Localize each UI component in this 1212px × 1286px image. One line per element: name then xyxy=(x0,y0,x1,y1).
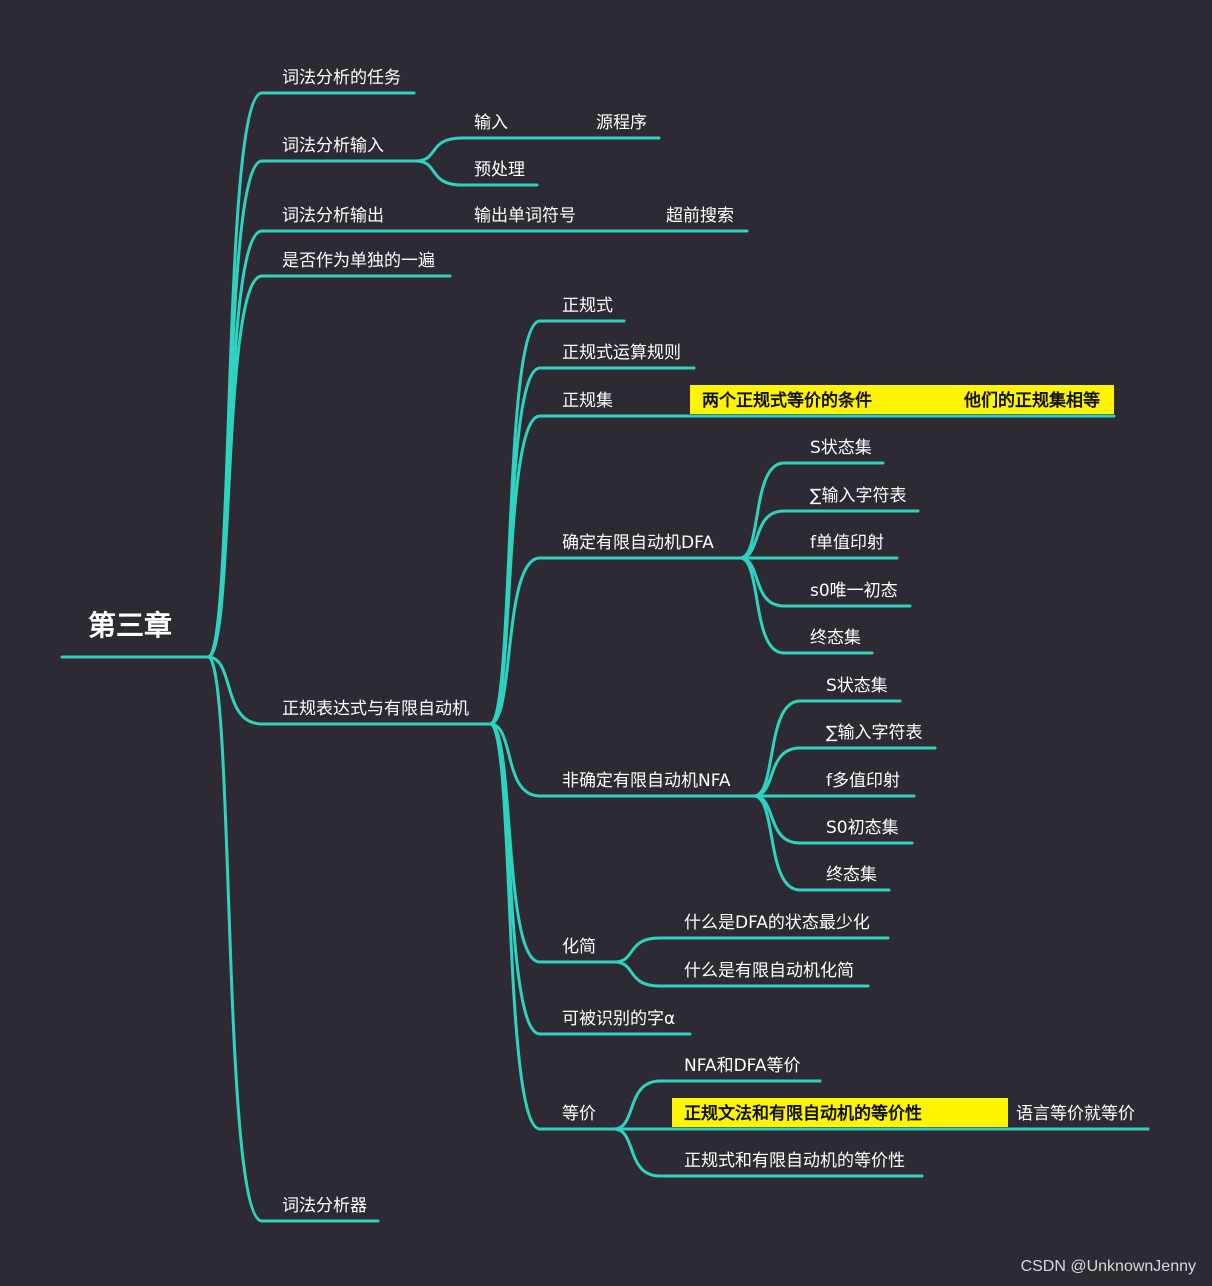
node-4-3-0[interactable]: S状态集 xyxy=(738,438,885,560)
node-4-5-1[interactable]: 什么是有限自动机化简 xyxy=(612,960,870,988)
connector-1-0 xyxy=(414,136,464,163)
label-4-5: 化简 xyxy=(562,937,596,957)
label-4-3-4: 终态集 xyxy=(810,628,861,648)
label-4-2-0: 两个正规式等价的条件 xyxy=(702,390,872,411)
root-label: 第三章 xyxy=(88,609,172,642)
label-3: 是否作为单独的一遍 xyxy=(282,251,435,271)
node-4-7-1-0[interactable]: 语言等价就等价 xyxy=(1002,1104,1150,1131)
connector-4-3 xyxy=(488,556,542,726)
label-4-7-0: NFA和DFA等价 xyxy=(684,1056,801,1076)
node-4-3-1[interactable]: ∑输入字符表 xyxy=(738,486,920,560)
node-2-0-0[interactable]: 超前搜索 xyxy=(652,206,749,233)
connector-4-5-1 xyxy=(612,960,662,988)
label-5: 词法分析器 xyxy=(282,1196,367,1216)
label-4-3-1: ∑输入字符表 xyxy=(810,486,906,506)
connector-4-4-1 xyxy=(752,746,802,798)
connector-4-3-0 xyxy=(738,461,786,560)
label-4-3-3: s0唯一初态 xyxy=(810,581,898,601)
label-4-4: 非确定有限自动机NFA xyxy=(562,771,731,791)
node-4-2[interactable]: 正规集 xyxy=(488,391,692,726)
connector-4-3-3 xyxy=(738,556,786,608)
connector-4 xyxy=(206,655,264,726)
connector-4-7 xyxy=(488,722,542,1131)
label-2: 词法分析输出 xyxy=(282,206,384,226)
node-4-2-0[interactable]: 两个正规式等价的条件 xyxy=(688,385,954,418)
node-r[interactable]: 第三章 xyxy=(60,609,210,659)
node-1-0[interactable]: 输入 xyxy=(414,113,590,163)
highlight-box-4-7-1 xyxy=(672,1098,1008,1127)
label-2-0: 输出单词符号 xyxy=(474,206,576,226)
connector-5 xyxy=(206,655,264,1223)
label-4-4-4: 终态集 xyxy=(826,865,877,885)
connector-4-7-2 xyxy=(612,1127,662,1178)
node-2[interactable]: 词法分析输出 xyxy=(206,206,468,659)
node-4-3[interactable]: 确定有限自动机DFA xyxy=(488,533,742,726)
label-4-4-3: S0初态集 xyxy=(826,818,899,838)
node-4-7[interactable]: 等价 xyxy=(488,722,616,1131)
label-4-7-1: 正规文法和有限自动机的等价性 xyxy=(684,1103,922,1124)
node-4-3-3[interactable]: s0唯一初态 xyxy=(738,556,912,608)
connector-4-4-0 xyxy=(752,699,802,798)
label-4-7-2: 正规式和有限自动机的等价性 xyxy=(684,1151,905,1171)
label-4-0: 正规式 xyxy=(562,296,613,316)
node-2-0[interactable]: 输出单词符号 xyxy=(460,206,660,233)
node-3[interactable]: 是否作为单独的一遍 xyxy=(206,251,452,659)
watermark: CSDN @UnknownJenny xyxy=(1020,1258,1196,1275)
connector-1-1 xyxy=(414,159,464,187)
connector-4-4-4 xyxy=(752,794,802,892)
connector-4-4-3 xyxy=(752,794,802,845)
label-4-1: 正规式运算规则 xyxy=(562,343,681,363)
label-4-2: 正规集 xyxy=(562,391,613,411)
label-4-5-0: 什么是DFA的状态最少化 xyxy=(684,913,870,933)
label-1-1: 预处理 xyxy=(474,160,525,180)
label-4: 正规表达式与有限自动机 xyxy=(282,699,469,719)
node-4[interactable]: 正规表达式与有限自动机 xyxy=(206,655,492,726)
label-4-3: 确定有限自动机DFA xyxy=(562,533,714,553)
node-4-7-2[interactable]: 正规式和有限自动机的等价性 xyxy=(612,1127,924,1178)
connector-4-4 xyxy=(488,722,542,798)
connector-3 xyxy=(206,274,264,659)
label-1-0-0: 源程序 xyxy=(596,113,647,133)
label-4-7-1-0: 语言等价就等价 xyxy=(1016,1104,1135,1124)
label-4-5-1: 什么是有限自动机化简 xyxy=(684,961,854,981)
node-4-4-1[interactable]: ∑输入字符表 xyxy=(752,723,937,798)
node-5[interactable]: 词法分析器 xyxy=(206,655,380,1223)
label-4-4-1: ∑输入字符表 xyxy=(826,723,922,743)
label-4-3-0: S状态集 xyxy=(810,438,872,458)
highlight-box-4-2-0-0 xyxy=(952,385,1114,414)
node-1-1[interactable]: 预处理 xyxy=(414,159,539,187)
connector-4-2 xyxy=(488,414,542,726)
node-4-4-4[interactable]: 终态集 xyxy=(752,794,891,892)
label-0: 词法分析的任务 xyxy=(282,68,401,88)
node-4-4[interactable]: 非确定有限自动机NFA xyxy=(488,722,756,798)
connector-4-3-1 xyxy=(738,509,786,560)
node-0[interactable]: 词法分析的任务 xyxy=(206,68,416,659)
node-4-3-2[interactable]: f单值印射 xyxy=(738,533,899,560)
node-4-2-0-0[interactable]: 他们的正规集相等 xyxy=(688,385,1116,418)
connector-4-3-4 xyxy=(738,556,786,655)
node-4-3-4[interactable]: 终态集 xyxy=(738,556,874,655)
node-4-4-0[interactable]: S状态集 xyxy=(752,676,902,798)
connector-4-5-0 xyxy=(612,936,662,964)
highlight-box-4-2-0 xyxy=(690,385,952,414)
node-4-4-2[interactable]: f多值印射 xyxy=(752,771,916,798)
label-2-0-0: 超前搜索 xyxy=(666,206,734,226)
node-4-7-0[interactable]: NFA和DFA等价 xyxy=(612,1056,822,1131)
label-4-2-0-0: 他们的正规集相等 xyxy=(963,390,1100,411)
node-1-0-0[interactable]: 源程序 xyxy=(582,113,661,140)
label-4-3-2: f单值印射 xyxy=(810,533,884,553)
label-4-6: 可被识别的字α xyxy=(562,1009,675,1029)
node-4-4-3[interactable]: S0初态集 xyxy=(752,794,914,845)
connector-4-7-0 xyxy=(612,1079,662,1131)
label-1: 词法分析输入 xyxy=(282,136,384,156)
label-4-7: 等价 xyxy=(562,1104,596,1124)
label-4-4-2: f多值印射 xyxy=(826,771,900,791)
node-4-5-0[interactable]: 什么是DFA的状态最少化 xyxy=(612,913,890,964)
label-1-0: 输入 xyxy=(474,113,508,133)
node-4-7-1[interactable]: 正规文法和有限自动机的等价性 xyxy=(612,1098,1010,1131)
label-4-4-0: S状态集 xyxy=(826,676,888,696)
